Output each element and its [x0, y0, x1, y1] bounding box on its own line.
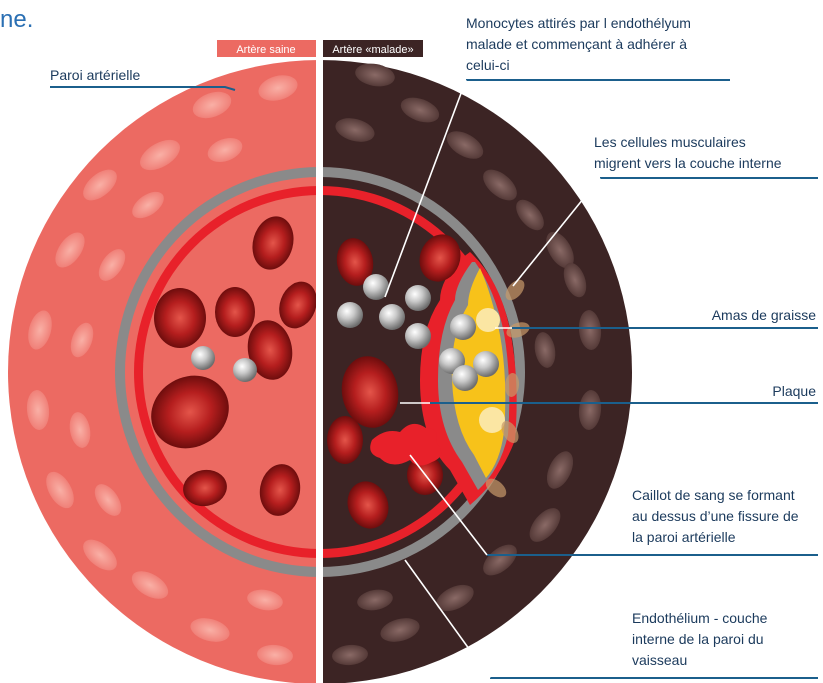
label-monocytes-3: celui-ci [466, 57, 510, 73]
label-fat-deposit: Amas de graisse [712, 307, 816, 323]
label-arterial-wall: Paroi artérielle [50, 67, 140, 83]
label-endothelium-1: Endothélium - couche [632, 610, 768, 626]
tag-diseased-text: Artère «malade» [332, 44, 413, 56]
label-monocytes-1: Monocytes attirés par l endothélyum [466, 15, 691, 31]
label-clot-2: au dessus d’une fissure de [632, 508, 799, 524]
label-monocytes-2: malade et commençant à adhérer à [466, 36, 687, 52]
label-endothelium-2: interne de la paroi du [632, 631, 764, 647]
label-plaque: Plaque [772, 383, 816, 399]
tag-healthy-text: Artère saine [236, 44, 295, 56]
label-muscle-1: Les cellules musculaires [594, 134, 746, 150]
label-endothelium-3: vaisseau [632, 652, 687, 668]
center-divider [316, 40, 323, 683]
label-clot-3: la paroi artérielle [632, 529, 736, 545]
label-clot-1: Caillot de sang se formant [632, 487, 795, 503]
label-muscle-2: migrent vers la couche interne [594, 155, 782, 171]
